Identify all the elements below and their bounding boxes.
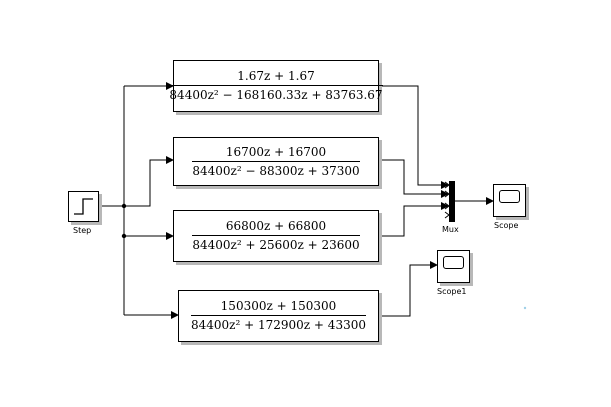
fraction-line	[192, 160, 360, 162]
step-label: Step	[73, 226, 92, 235]
signal-line-tf4-scope1	[379, 261, 438, 317]
signal-line-tf1-mux	[379, 85, 449, 189]
fraction-line	[169, 85, 383, 86]
fraction-line	[191, 315, 366, 316]
step-block[interactable]	[68, 191, 99, 222]
tf2-numerator: 16700z + 16700	[225, 144, 327, 159]
branch-point	[121, 233, 127, 239]
transfer-function-3[interactable]: 66800z + 66800 84400z² + 25600z + 23600	[173, 210, 379, 262]
signal-line-tf2	[124, 156, 174, 207]
scope1-block[interactable]	[437, 250, 470, 283]
scope-label: Scope	[494, 221, 519, 230]
tf4-denominator: 84400z² + 172900z + 43300	[191, 318, 366, 332]
scope1-label: Scope1	[437, 287, 467, 296]
branch-point	[121, 203, 127, 209]
tf2-denominator: 84400z² − 88300z + 37300	[192, 163, 360, 178]
scope-block[interactable]	[493, 184, 526, 217]
mux-label: Mux	[442, 225, 459, 234]
tf3-denominator: 84400z² + 25600z + 23600	[192, 238, 360, 252]
tf3-numerator: 66800z + 66800	[225, 219, 327, 233]
step-signal-icon	[74, 198, 93, 215]
mux-block[interactable]	[449, 181, 455, 222]
tf1-denominator: 84400z² − 168160.33z + 83763.67	[169, 88, 383, 102]
tf1-numerator: 1.67z + 1.67	[237, 69, 315, 83]
tf4-numerator: 150300z + 150300	[220, 299, 337, 313]
selection-dot	[523, 306, 527, 310]
transfer-function-2[interactable]: 16700z + 16700 84400z² − 88300z + 37300	[173, 137, 379, 186]
signal-line-tf2-mux	[379, 159, 449, 198]
transfer-function-1[interactable]: 1.67z + 1.67 84400z² − 168160.33z + 8376…	[169, 60, 383, 112]
fraction-line	[192, 235, 360, 236]
signal-line-tf3-mux	[379, 202, 449, 237]
scope-screen-icon	[499, 190, 520, 203]
transfer-function-4[interactable]: 150300z + 150300 84400z² + 172900z + 433…	[178, 290, 379, 342]
scope-screen-icon	[443, 256, 464, 269]
